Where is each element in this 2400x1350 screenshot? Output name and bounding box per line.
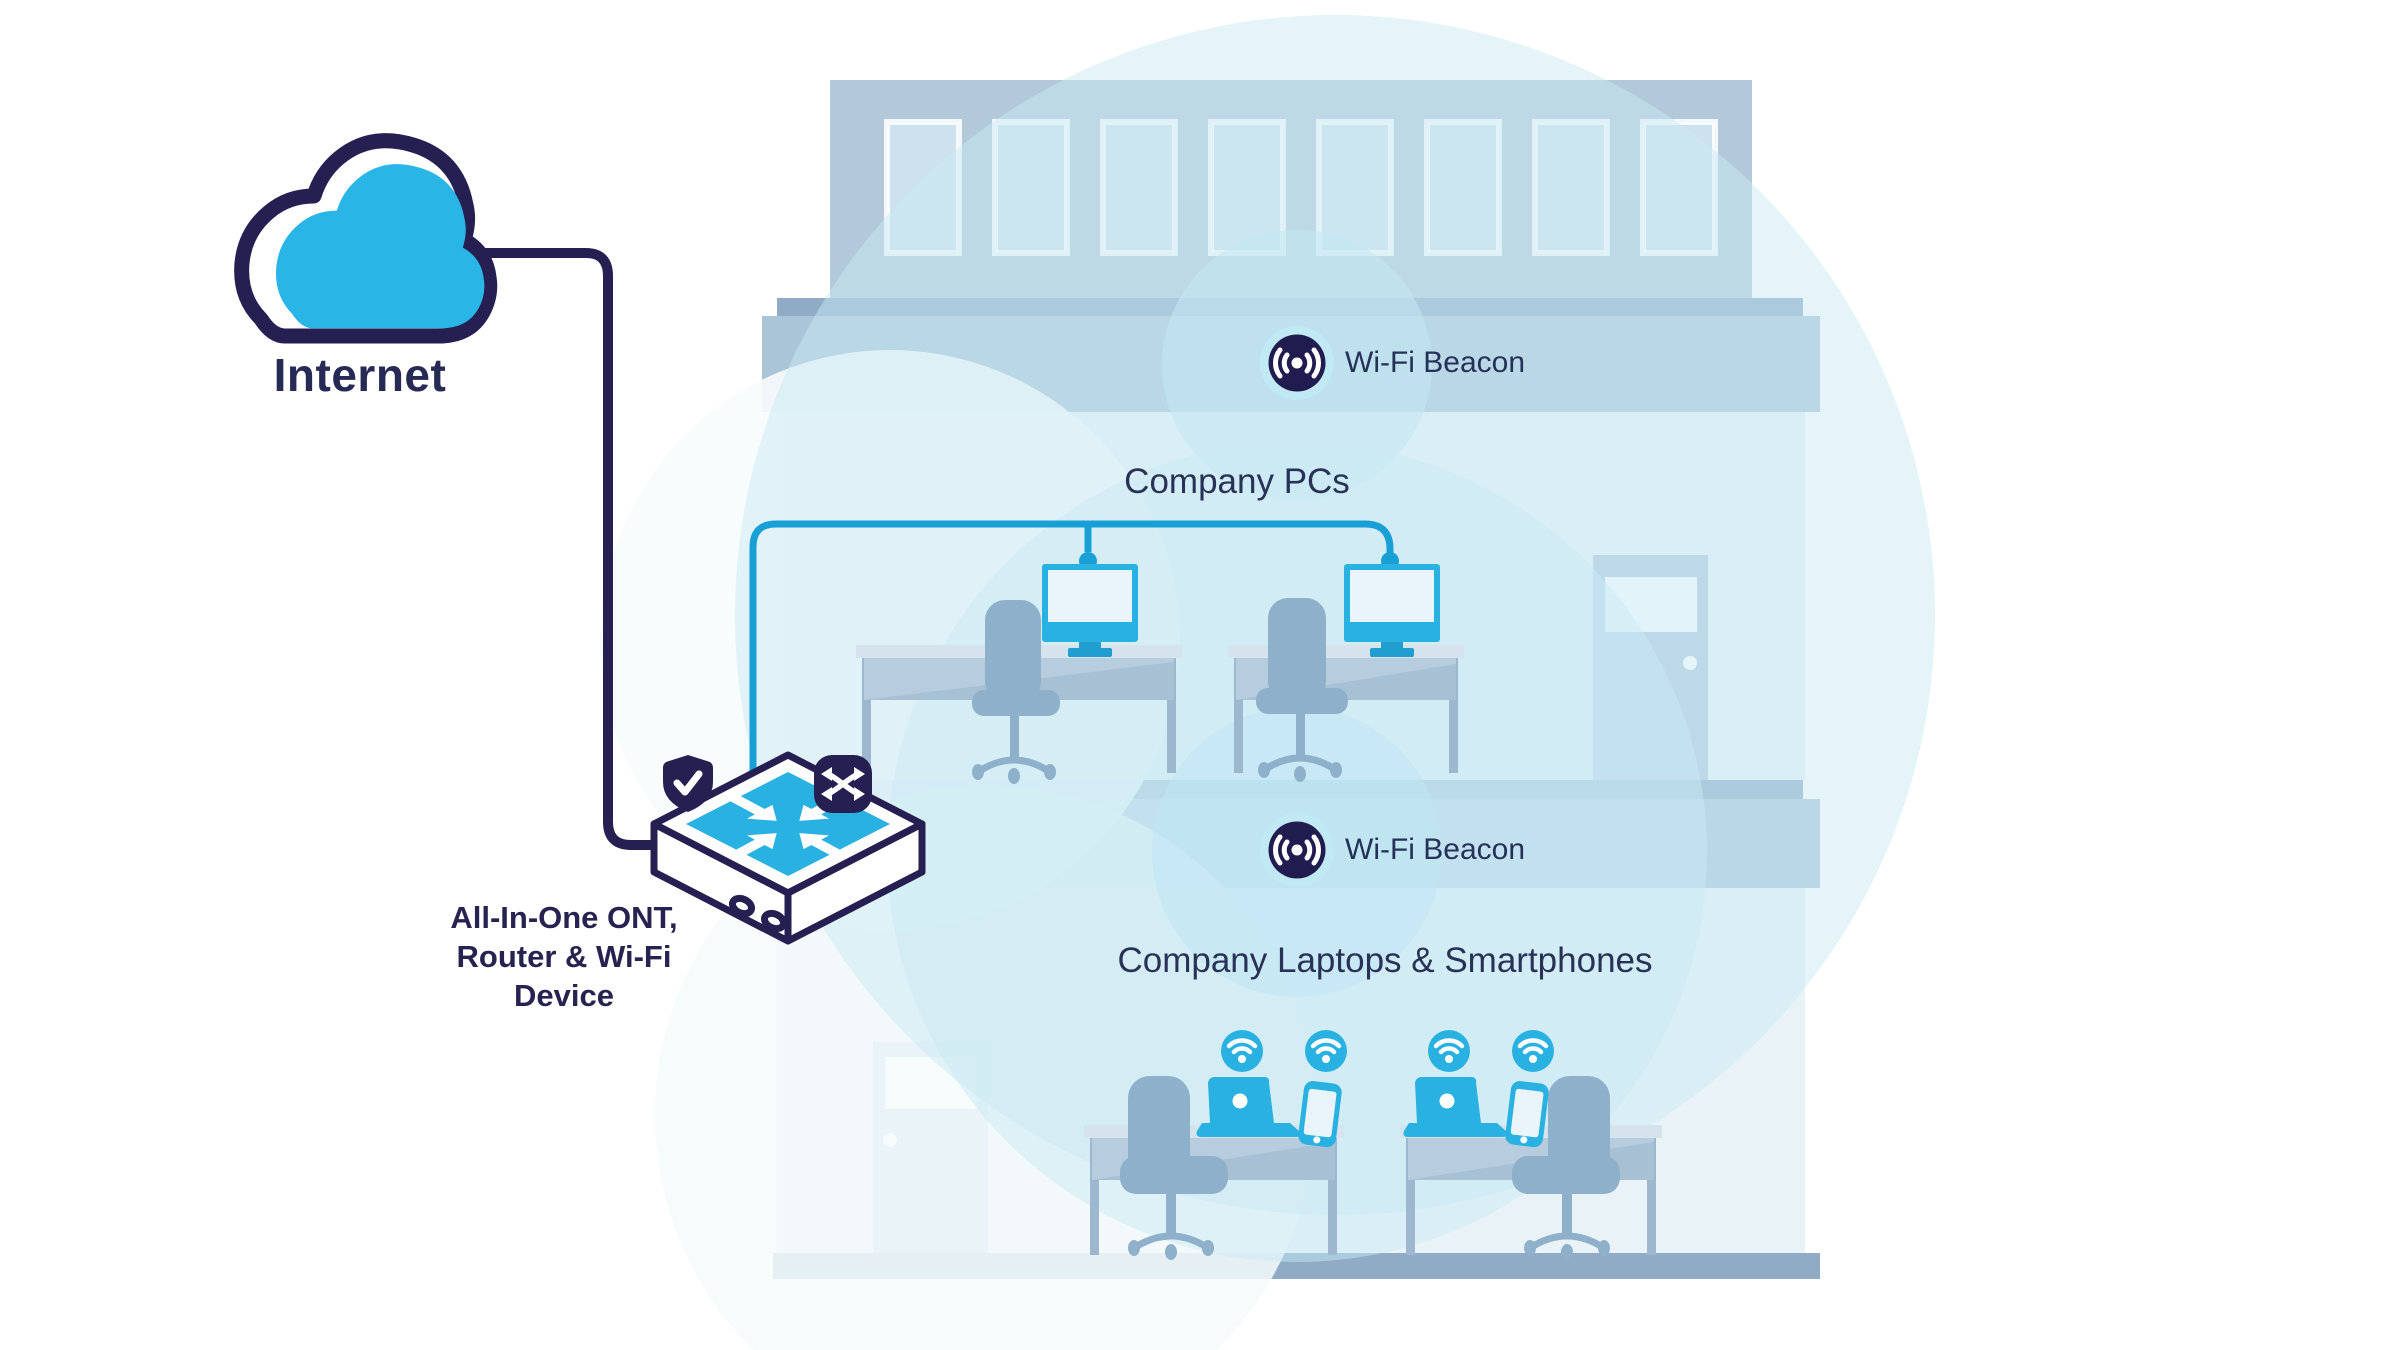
gateway-device-label: All-In-One ONT, Router & Wi-Fi Device bbox=[450, 900, 678, 1013]
lower-beacon-label: Wi-Fi Beacon bbox=[1345, 833, 1526, 866]
crossover-arrows-icon bbox=[814, 755, 872, 813]
upper-beacon-label: Wi-Fi Beacon bbox=[1345, 346, 1526, 379]
upper-floor-workstations bbox=[856, 564, 1464, 784]
office-chair bbox=[1120, 1076, 1228, 1260]
wifi-signal-icon bbox=[1428, 1030, 1470, 1072]
ont-router-device-icon bbox=[650, 751, 926, 945]
wifi-signal-icon bbox=[1305, 1030, 1347, 1072]
office-chair bbox=[1256, 598, 1348, 782]
lower-floor-title: Company Laptops & Smartphones bbox=[1117, 941, 1653, 980]
office-chair bbox=[972, 600, 1060, 784]
internet-label: Internet bbox=[273, 349, 447, 401]
smartphone bbox=[1505, 1081, 1549, 1148]
internet-cable bbox=[465, 248, 705, 850]
laptop-logo-dot bbox=[1439, 1093, 1455, 1109]
wifi-signal-icon bbox=[1512, 1030, 1554, 1072]
wifi-beacon-icon bbox=[1260, 813, 1334, 887]
desktop-pc bbox=[1042, 564, 1138, 657]
lan-wire bbox=[749, 520, 1399, 819]
smartphone bbox=[1298, 1081, 1342, 1148]
desktop-pc bbox=[1344, 564, 1440, 657]
laptop-logo-dot bbox=[1232, 1093, 1248, 1109]
router-ports bbox=[728, 894, 788, 933]
wifi-beacon-icon bbox=[1260, 326, 1334, 400]
internet-cloud-icon bbox=[234, 133, 498, 344]
office-chair bbox=[1512, 1076, 1620, 1260]
lower-floor-workstations bbox=[1084, 1030, 1662, 1260]
wifi-signal-icon bbox=[1221, 1030, 1263, 1072]
shield-check-icon bbox=[663, 755, 713, 812]
upper-floor-title: Company PCs bbox=[1124, 462, 1350, 501]
laptop bbox=[1403, 1077, 1508, 1137]
laptop bbox=[1196, 1077, 1301, 1137]
